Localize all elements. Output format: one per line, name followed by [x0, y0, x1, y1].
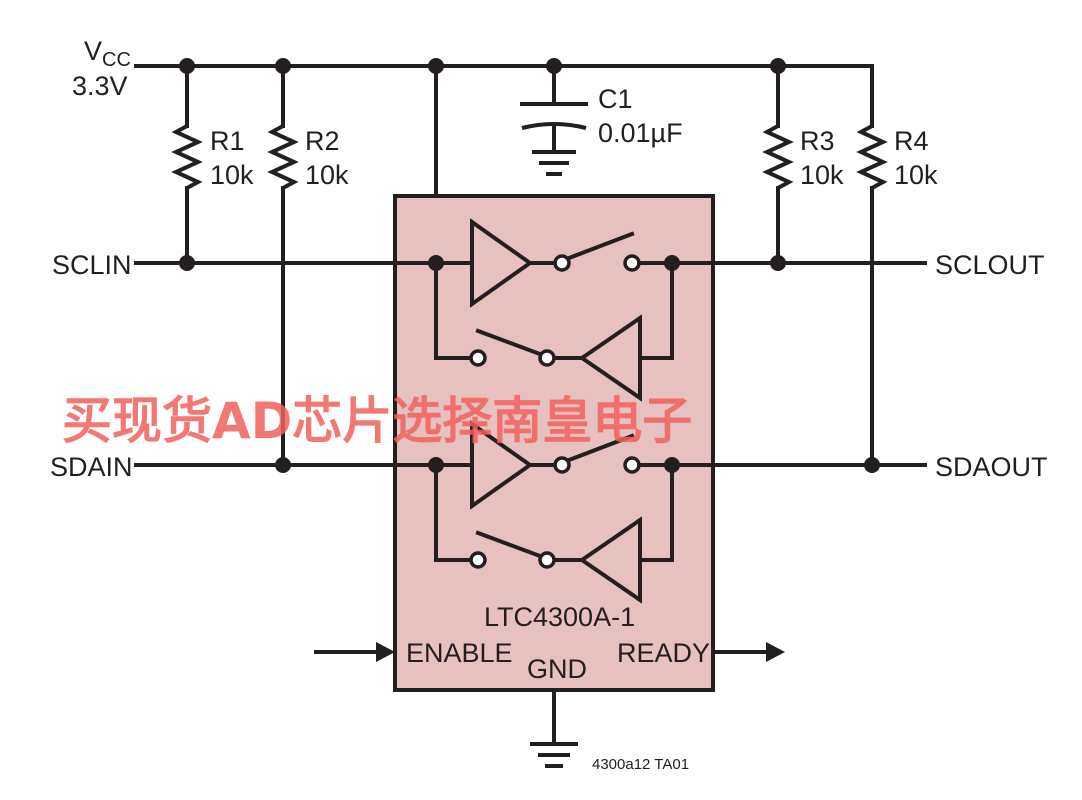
c1-value: 0.01µF	[598, 118, 683, 148]
ground-symbol	[530, 688, 578, 768]
ready-label: READY	[617, 638, 710, 668]
r4-ref: R4	[894, 126, 929, 156]
watermark-text: 买现货AD芯片选择南皇电子	[62, 392, 692, 450]
vcc-voltage-label: 3.3V	[72, 71, 128, 101]
resistor-r3	[762, 64, 794, 265]
enable-label: ENABLE	[406, 638, 513, 668]
gnd-label: GND	[527, 654, 587, 684]
part-number: LTC4300A-1	[484, 602, 635, 632]
sda-reverse-buffer	[469, 516, 642, 604]
resistor-r2	[267, 64, 299, 467]
scl-reverse-buffer	[469, 314, 642, 402]
vcc-label: VCC	[84, 36, 131, 71]
enable-arrow	[314, 642, 395, 662]
sdaout-label: SDAOUT	[935, 452, 1048, 482]
junction-dots	[179, 58, 880, 473]
r1-value: 10k	[210, 160, 254, 190]
sdain-label: SDAIN	[50, 452, 133, 482]
r3-ref: R3	[800, 126, 835, 156]
sclin-label: SCLIN	[52, 250, 132, 280]
sda-wires	[134, 463, 927, 562]
r2-value: 10k	[305, 160, 349, 190]
r1-ref: R1	[210, 126, 245, 156]
capacitor-c1	[520, 64, 588, 176]
resistor-r4	[856, 124, 888, 467]
c1-ref: C1	[598, 84, 633, 114]
ready-arrow	[711, 642, 785, 662]
vcc-rail	[134, 64, 874, 128]
sclout-label: SCLOUT	[935, 250, 1045, 280]
resistor-r1	[171, 64, 203, 265]
figure-id: 4300a12 TA01	[592, 756, 689, 773]
r4-value: 10k	[894, 160, 938, 190]
r3-value: 10k	[800, 160, 844, 190]
ic-body	[393, 194, 715, 692]
r2-ref: R2	[305, 126, 340, 156]
